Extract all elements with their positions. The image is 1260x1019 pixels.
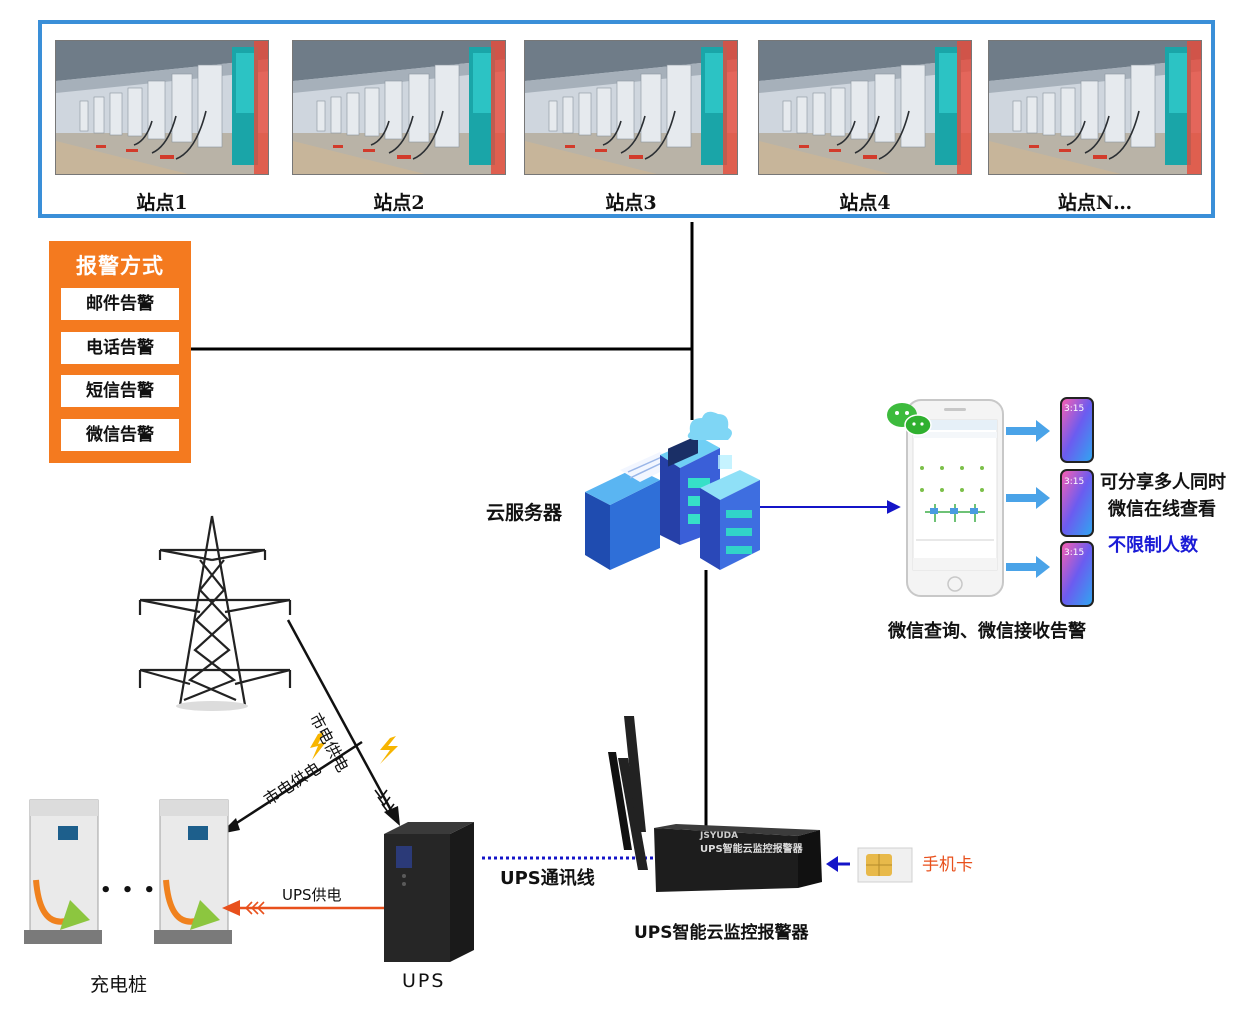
- lightning-icon: [310, 732, 326, 760]
- ups-comm-label: UPS通讯线: [500, 868, 595, 889]
- site-card: 站点4: [758, 40, 972, 215]
- charger-icon: [24, 799, 102, 944]
- site-photo: [524, 40, 738, 175]
- site-label: 站点1: [136, 192, 188, 214]
- site-label: 站点2: [373, 192, 425, 214]
- tower-charger-arrow: [231, 740, 363, 828]
- device-brand: JSYUDA: [699, 831, 738, 841]
- sms-alarm-item: 短信告警: [61, 375, 179, 407]
- chargers-label: 充电桩: [90, 974, 148, 996]
- site-photo: [758, 40, 972, 175]
- wechat-alarm-item: 微信告警: [61, 419, 179, 451]
- ups-icon: [384, 822, 474, 962]
- phone-time: 3:15: [1064, 477, 1085, 487]
- sites-panel: 站点1 站点2 站点3 站点4 站点N…: [38, 20, 1215, 218]
- sim-card-icon: [857, 847, 913, 883]
- phone-caption: 微信查询、微信接收告警: [888, 621, 1086, 642]
- alarm-methods-panel: 报警方式 邮件告警 电话告警 短信告警 微信告警: [49, 241, 191, 463]
- site-card: 站点3: [524, 40, 738, 215]
- cloud-server-label: 云服务器: [486, 502, 563, 524]
- phone-time: 3:15: [1064, 548, 1085, 558]
- site-card: 站点1: [55, 40, 269, 215]
- site-photo: [292, 40, 506, 175]
- site-card: 站点2: [292, 40, 506, 215]
- email-alarm-item: 邮件告警: [61, 288, 179, 320]
- unlimited-text: 不限制人数: [1108, 535, 1198, 556]
- site-label: 站点4: [839, 192, 891, 214]
- share-arrows: [1006, 420, 1050, 578]
- site-label: 站点3: [605, 192, 657, 214]
- share-text-line1: 可分享多人同时: [1100, 472, 1226, 493]
- wechat-icon: [887, 403, 932, 436]
- lightning-icon: [380, 736, 398, 764]
- power-tower-icon: [138, 515, 292, 706]
- device-label: UPS智能云监控报警器: [634, 923, 809, 943]
- cloud-server-icon: [585, 411, 760, 570]
- sim-label: 手机卡: [922, 855, 973, 875]
- phone-time: 3:15: [1064, 404, 1085, 414]
- tower-ups-arrow: [286, 619, 394, 813]
- site-card: 站点N…: [988, 40, 1202, 215]
- phone-alarm-item: 电话告警: [61, 332, 179, 364]
- ups-power-label: UPS供电: [282, 886, 342, 904]
- charger-ellipsis: • • •: [100, 880, 158, 901]
- site-label: 站点N…: [1057, 192, 1133, 214]
- site-photo: [988, 40, 1202, 175]
- site-photo: [55, 40, 269, 175]
- share-text-line2: 微信在线查看: [1108, 499, 1216, 520]
- ups-label: UPS: [402, 970, 446, 992]
- small-phones: [1060, 397, 1094, 607]
- monitor-device-icon: [608, 716, 822, 892]
- device-model-text: UPS智能云监控报警器: [700, 842, 804, 855]
- alarm-title: 报警方式: [76, 254, 164, 278]
- phone-mockup: [906, 399, 1004, 597]
- charger-icon: [154, 799, 232, 944]
